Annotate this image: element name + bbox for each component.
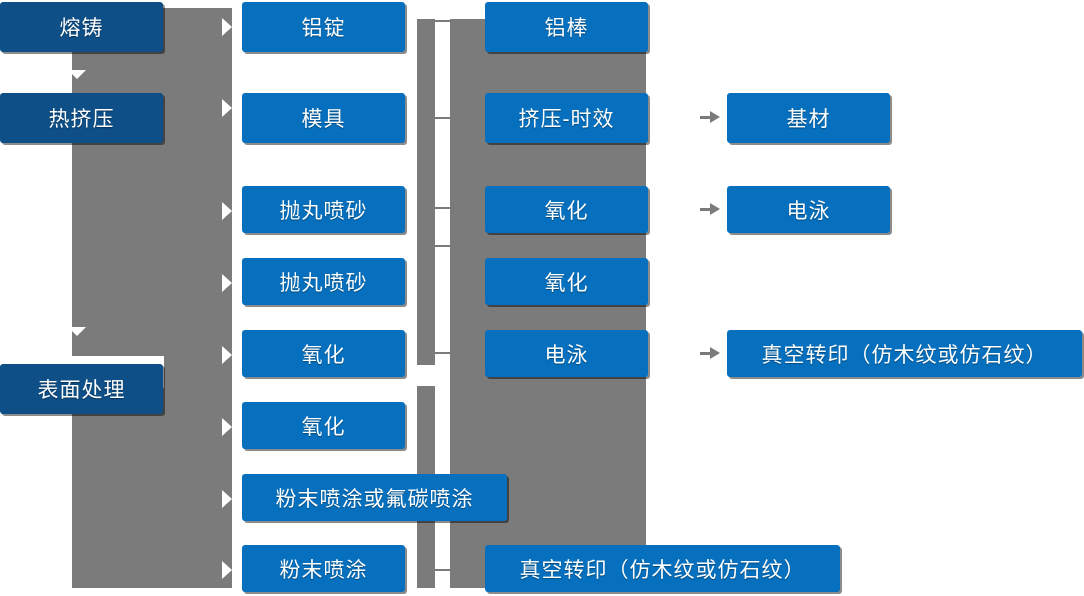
node-oxidation-c2-1[interactable]: 氧化 [242,330,405,377]
tie-col3-vacuum-transfer [435,569,450,571]
node-shot-blast-2[interactable]: 抛丸喷砂 [242,258,405,305]
node-label: 表面处理 [37,379,126,402]
node-stage-surface-treatment[interactable]: 表面处理 [0,364,163,414]
node-label: 电泳 [544,343,589,367]
node-aluminum-bar[interactable]: 铝棒 [485,2,648,52]
tie-surface-treatment [164,389,184,391]
node-label: 模具 [301,108,346,131]
node-electrophoresis-c3[interactable]: 电泳 [485,330,648,377]
arrowhead-to-oxidation-c2-1-icon [222,346,232,364]
node-label: 电泳 [786,199,831,223]
node-oxidation-c3-2[interactable]: 氧化 [485,258,648,305]
node-label: 抛丸喷砂 [279,271,368,295]
connector-rail-col2-upper [417,19,435,365]
node-label: 挤压-时效 [518,108,615,131]
node-label: 熔铸 [59,17,104,40]
node-label: 氧化 [301,415,346,439]
node-label: 基材 [786,108,831,131]
node-label: 氧化 [544,271,589,295]
node-vacuum-transfer-c4[interactable]: 真空转印（仿木纹或仿石纹） [727,330,1082,377]
node-oxidation-c2-2[interactable]: 氧化 [242,402,405,449]
node-label: 热挤压 [48,108,115,131]
node-label: 粉末喷涂或氟碳喷涂 [275,487,474,511]
tie-col3-electrophoresis [435,352,450,354]
node-shot-blast-1[interactable]: 抛丸喷砂 [242,186,405,233]
arrowhead-to-shot-blast-2-icon [222,274,232,292]
tie-col3-aluminum-bar [435,20,450,22]
tie-col3-oxidation-1 [435,207,450,209]
arrow-to-vacuum-transfer-icon [700,347,720,359]
node-powder-or-fluorocarbon[interactable]: 粉末喷涂或氟碳喷涂 [242,474,507,521]
arrow-to-base-material-icon [700,111,720,123]
node-electrophoresis-c4[interactable]: 电泳 [727,186,890,233]
arrow-to-electrophoresis-icon [700,203,720,215]
tie-col3-oxidation-2 [435,245,450,247]
arrowhead-to-aluminum-ingot-icon [222,18,232,36]
tie-col3-extrusion-aging [435,117,450,119]
node-base-material[interactable]: 基材 [727,93,890,143]
notch-melt-cast-icon [68,70,86,79]
node-extrusion-aging[interactable]: 挤压-时效 [485,93,648,143]
node-powder-coating[interactable]: 粉末喷涂 [242,545,405,592]
node-aluminum-ingot[interactable]: 铝锭 [242,2,405,52]
node-label: 粉末喷涂 [279,558,368,582]
arrowhead-to-powder-fluorocarbon-icon [222,490,232,508]
arrowhead-to-die-icon [222,99,232,117]
node-label: 氧化 [301,343,346,367]
notch-hot-extrusion-icon [68,327,86,336]
arrowhead-to-oxidation-c2-2-icon [222,418,232,436]
node-oxidation-c3-1[interactable]: 氧化 [485,186,648,233]
node-label: 真空转印（仿木纹或仿石纹） [519,558,806,582]
node-label: 真空转印（仿木纹或仿石纹） [761,343,1048,367]
node-stage-hot-extrusion[interactable]: 热挤压 [0,93,163,143]
node-label: 铝锭 [301,17,346,40]
node-label: 铝棒 [544,17,589,40]
connector-band-stage-upper [72,8,164,356]
arrowhead-to-shot-blast-1-icon [222,202,232,220]
node-label: 氧化 [544,199,589,223]
node-vacuum-transfer-c3[interactable]: 真空转印（仿木纹或仿石纹） [485,545,840,592]
node-label: 抛丸喷砂 [279,199,368,223]
node-stage-melt-cast[interactable]: 熔铸 [0,2,163,52]
node-die[interactable]: 模具 [242,93,405,143]
arrowhead-to-powder-coating-icon [222,561,232,579]
